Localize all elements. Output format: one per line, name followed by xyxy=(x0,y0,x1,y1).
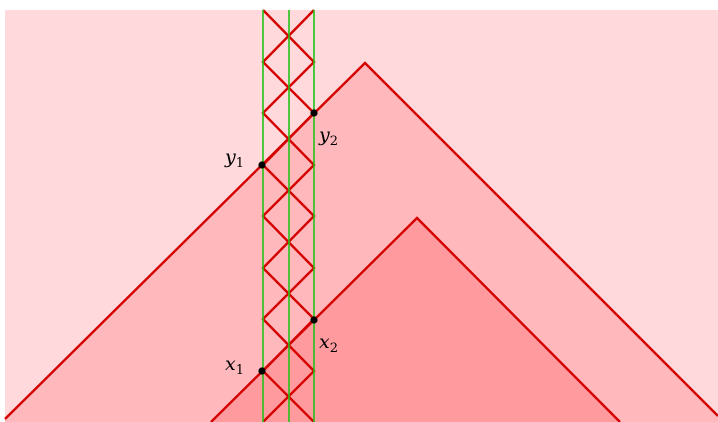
vertical-strip xyxy=(262,10,315,422)
point-y1 xyxy=(258,161,266,169)
outer-cone-boundary xyxy=(4,61,718,420)
point-x1 xyxy=(258,367,266,375)
middle-cone-region xyxy=(5,63,718,422)
label-y1: y1 xyxy=(224,146,244,171)
label-x1: x1 xyxy=(225,353,244,378)
label-x2: x2 xyxy=(319,331,338,356)
point-x2 xyxy=(310,316,318,324)
label-y2: y2 xyxy=(318,124,338,149)
point-y2 xyxy=(310,109,318,117)
